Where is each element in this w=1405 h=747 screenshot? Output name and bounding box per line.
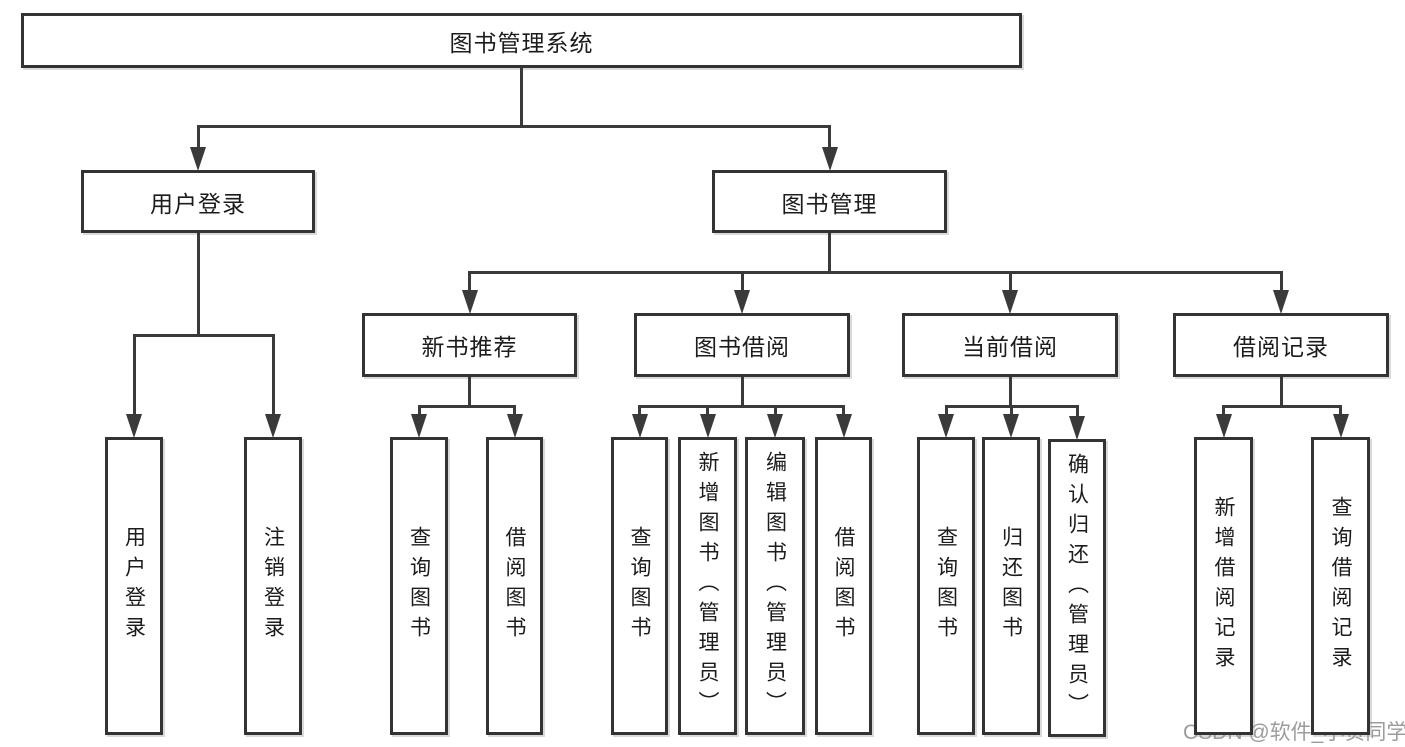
node-user-login: 用户登录: [81, 170, 315, 233]
connector-line: [1279, 270, 1283, 291]
connector-line: [417, 404, 421, 415]
connector-line: [638, 404, 845, 408]
node-label-leaf-bb-edit: 编辑图书（管理员）: [763, 451, 787, 721]
node-label-leaf-nb-borrow: 借阅图书: [503, 526, 526, 646]
connector-line: [468, 377, 471, 408]
arrow-down-icon: [265, 414, 281, 438]
node-borrow-record: 借阅记录: [1173, 313, 1389, 377]
connector-line: [1075, 404, 1079, 417]
connector-line: [196, 124, 200, 148]
node-leaf-user-login: 用户登录: [105, 437, 163, 735]
node-label-leaf-nb-query: 查询图书: [407, 526, 431, 646]
node-label-book-mgmt: 图书管理: [781, 190, 878, 217]
node-leaf-logout: 注销登录: [244, 437, 302, 735]
node-leaf-nb-borrow: 借阅图书: [486, 437, 543, 735]
arrow-down-icon: [699, 414, 716, 438]
connector-line: [1008, 377, 1012, 408]
arrow-down-icon: [1332, 414, 1349, 438]
node-label-leaf-cb-confirm: 确认归还（管理员）: [1065, 453, 1089, 723]
arrow-down-icon: [1273, 290, 1289, 314]
arrow-down-icon: [190, 147, 206, 171]
arrow-down-icon: [1069, 416, 1085, 440]
arrow-down-icon: [461, 290, 478, 314]
node-label-book-borrow: 图书借阅: [694, 334, 790, 360]
connector-line: [740, 377, 744, 408]
node-leaf-cb-return: 归还图书: [982, 437, 1040, 735]
node-label-leaf-logout: 注销登录: [261, 526, 285, 646]
arrow-down-icon: [411, 414, 427, 438]
node-label-leaf-cb-return: 归还图书: [999, 526, 1023, 646]
node-leaf-bb-borrow: 借阅图书: [815, 437, 872, 735]
node-leaf-cb-confirm: 确认归还（管理员）: [1048, 439, 1106, 737]
node-leaf-br-query: 查询借阅记录: [1311, 437, 1370, 735]
node-label-new-book: 新书推荐: [421, 334, 518, 360]
arrow-down-icon: [767, 414, 783, 438]
node-label-user-login: 用户登录: [150, 190, 246, 217]
node-label-leaf-bb-borrow: 借阅图书: [832, 526, 855, 646]
connector-line: [842, 404, 845, 415]
connector-line: [706, 404, 709, 415]
connector-line: [1008, 270, 1012, 291]
node-leaf-bb-edit: 编辑图书（管理员）: [745, 437, 805, 735]
node-book-mgmt: 图书管理: [712, 170, 947, 233]
connector-line: [520, 68, 523, 128]
node-label-root: 图书管理系统: [449, 29, 594, 56]
connector-line: [944, 404, 948, 415]
connector-line: [740, 270, 744, 291]
connector-line: [1222, 404, 1225, 415]
node-label-borrow-record: 借阅记录: [1233, 334, 1329, 360]
arrow-down-icon: [835, 414, 852, 438]
node-leaf-bb-add: 新增图书（管理员）: [678, 437, 737, 735]
connector-line: [1339, 404, 1342, 415]
arrow-down-icon: [1002, 290, 1018, 314]
node-label-leaf-cb-query: 查询图书: [934, 526, 958, 646]
connector-line: [1279, 377, 1283, 408]
arrow-down-icon: [734, 290, 750, 314]
connector-line: [271, 333, 275, 415]
connector-line: [132, 333, 136, 415]
node-leaf-bb-query: 查询图书: [611, 437, 668, 735]
connector-line: [828, 124, 831, 148]
connector-line: [513, 404, 516, 415]
connector-line: [1222, 404, 1342, 408]
node-leaf-nb-query: 查询图书: [390, 437, 448, 735]
connector-line: [1009, 404, 1013, 415]
arrow-down-icon: [126, 414, 142, 438]
node-label-leaf-br-add: 新增借阅记录: [1212, 496, 1235, 676]
node-label-current-borrow: 当前借阅: [962, 334, 1058, 360]
connector-line: [638, 404, 641, 415]
arrow-down-icon: [1003, 414, 1019, 438]
connector-line: [132, 333, 275, 337]
connector-line: [468, 270, 1283, 274]
connector-line: [196, 124, 831, 128]
node-label-leaf-br-query: 查询借阅记录: [1329, 496, 1352, 676]
arrow-down-icon: [821, 147, 838, 171]
connector-line: [468, 270, 471, 291]
node-book-borrow: 图书借阅: [634, 313, 850, 377]
arrow-down-icon: [938, 414, 954, 438]
arrow-down-icon: [506, 414, 523, 438]
node-label-leaf-bb-query: 查询图书: [628, 526, 651, 646]
arrow-down-icon: [1215, 414, 1232, 438]
node-leaf-br-add: 新增借阅记录: [1194, 437, 1253, 735]
node-current-borrow: 当前借阅: [902, 313, 1118, 377]
connector-line: [417, 404, 516, 408]
node-new-book: 新书推荐: [362, 313, 577, 377]
arrow-down-icon: [631, 414, 648, 438]
node-root: 图书管理系统: [21, 13, 1022, 68]
node-leaf-cb-query: 查询图书: [917, 437, 975, 735]
connector-line: [773, 404, 777, 415]
node-label-leaf-user-login: 用户登录: [122, 526, 146, 646]
node-label-leaf-bb-add: 新增图书（管理员）: [696, 451, 719, 721]
connector-line: [196, 233, 200, 337]
connector-line: [828, 233, 831, 274]
